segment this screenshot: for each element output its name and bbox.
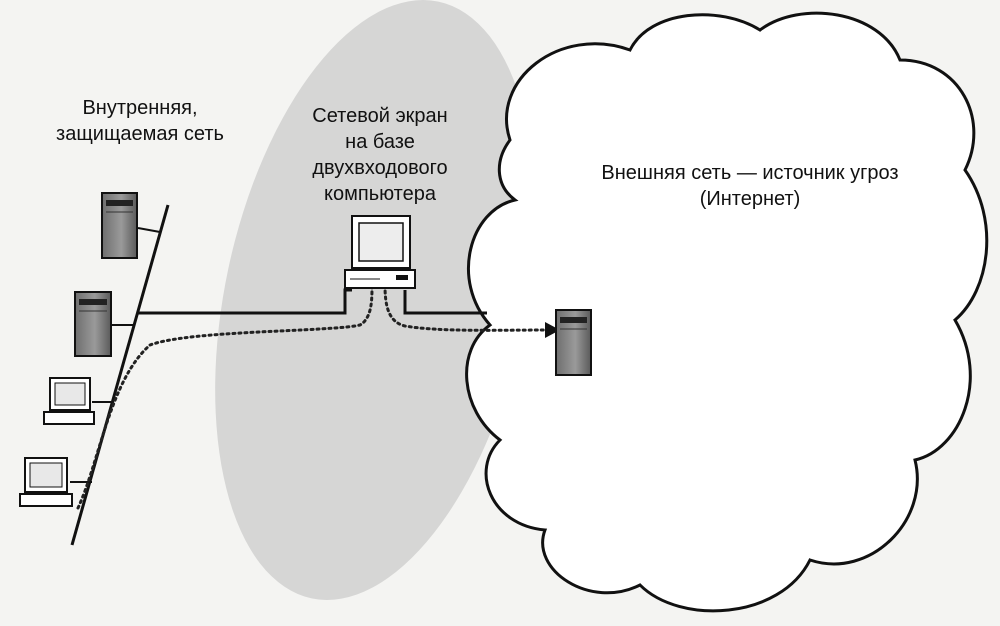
firewall-zone-shading [215, 0, 535, 600]
server1-link [137, 227, 161, 233]
internal-network-label: Внутренняя, защищаемая сеть [56, 97, 224, 145]
traffic-arrow-head [545, 322, 560, 338]
server-tower-icon [101, 192, 138, 259]
desktop-computer-icon [43, 377, 95, 425]
server-tower-icon [74, 291, 112, 357]
server-tower-icon [555, 309, 592, 376]
desktop-computer-icon [19, 457, 73, 507]
traffic-flow-path [76, 283, 547, 510]
internal-to-firewall-link [138, 288, 352, 315]
firewall-to-external-link [403, 290, 487, 315]
external-network-cloud [465, 11, 989, 613]
internal-network-bus [70, 204, 170, 546]
firewall-computer-icon [344, 215, 416, 289]
firewall-label: Сетевой экран на базе двухвходового комп… [312, 105, 448, 205]
external-network-label: Внешняя сеть — источник угроз (Интернет) [601, 162, 899, 210]
